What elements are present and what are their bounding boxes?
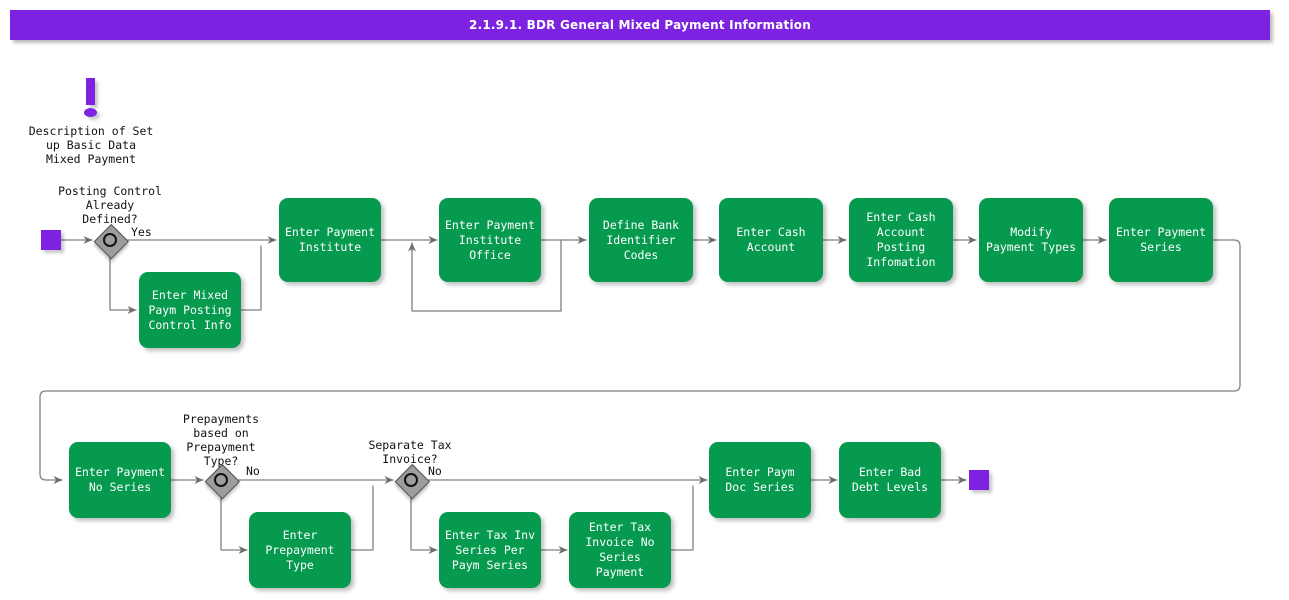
task-label: Enter Tax Inv Series Per Paym Series [445,527,536,572]
task-enter-payment-no-series[interactable]: Enter Payment No Series [69,442,171,518]
task-label: Enter Bad Debt Levels [851,465,929,494]
task-label: Enter Payment Institute [285,225,376,254]
task-modify-payment-types[interactable]: Modify Payment Types [979,198,1083,282]
task-label: Enter Mixed Paym Posting Control Info [148,287,232,332]
task-label: Enter Cash Account Posting Infomation [866,210,936,269]
task-enter-prepayment-type[interactable]: Enter Prepayment Type [249,512,351,588]
exclamation-bar [86,78,95,105]
task-label: Enter Prepayment Type [265,527,335,572]
task-label: Enter Tax Invoice No Series Payment [585,520,655,579]
task-enter-payment-institute-office[interactable]: Enter Payment Institute Office [439,198,541,282]
task-enter-payment-series[interactable]: Enter Payment Series [1109,198,1213,282]
task-label: Define Bank Identifier Codes [602,217,680,262]
edge-gw-tax-yes [410,495,438,554]
task-enter-mixed-paym-posting-control-info[interactable]: Enter Mixed Paym Posting Control Info [139,272,241,348]
edge-prepay-type-rejoin [350,485,374,551]
gateway-label-posting-control: Posting Control Already Defined? [58,184,162,226]
task-define-bank-identifier-codes[interactable]: Define Bank Identifier Codes [589,198,693,282]
task-label: Enter Payment Series [1115,225,1206,254]
task-label: Enter Payment Institute Office [445,217,536,262]
edge-taxinvoice-rejoin [670,485,694,551]
end-event[interactable] [969,470,989,490]
edge-mixed-posting-rejoin [240,245,262,311]
start-event[interactable] [41,230,61,250]
task-label: Modify Payment Types [985,225,1076,254]
gateway-ring-icon [214,473,228,487]
gateway-label-separate-tax-invoice: Separate Tax Invoice? [368,438,452,466]
task-enter-bad-debt-levels[interactable]: Enter Bad Debt Levels [839,442,941,518]
exclamation-icon [80,78,102,120]
gateway-ring-icon [404,473,418,487]
diagram-title-bar: 2.1.9.1. BDR General Mixed Payment Infor… [10,10,1270,40]
edge-gw-posting-no [109,255,137,314]
gateway-posting-control-already-defined[interactable] [93,223,129,259]
task-label: Enter Payment No Series [75,465,166,494]
edge-row1-to-row2-wrap [39,239,1241,484]
task-enter-cash-account-posting-infomation[interactable]: Enter Cash Account Posting Infomation [849,198,953,282]
gateway-separate-tax-invoice[interactable] [394,463,430,499]
annotation-text: Description of Set up Basic Data Mixed P… [28,124,154,166]
task-enter-payment-institute[interactable]: Enter Payment Institute [279,198,381,282]
task-label: Enter Cash Account [736,225,806,254]
gateway-prepayments-based-on-prepayment-type[interactable] [204,463,240,499]
page-title: 2.1.9.1. BDR General Mixed Payment Infor… [469,18,811,32]
task-enter-tax-inv-series-per-paym-series[interactable]: Enter Tax Inv Series Per Paym Series [439,512,541,588]
task-label: Enter Paym Doc Series [725,465,795,494]
edge-label-posting-control-yes: Yes [131,225,152,239]
gateway-ring-icon [103,233,117,247]
edge-label-prepayments-no: No [246,464,260,478]
task-enter-cash-account[interactable]: Enter Cash Account [719,198,823,282]
task-enter-paym-doc-series[interactable]: Enter Paym Doc Series [709,442,811,518]
exclamation-dot [84,108,97,117]
edge-office-loopback [411,239,562,312]
gateway-label-prepayments: Prepayments based on Prepayment Type? [182,412,260,468]
edge-gw-prepay-yes [220,495,248,554]
edge-label-separate-tax-no: No [428,464,442,478]
task-enter-tax-invoice-no-series-payment[interactable]: Enter Tax Invoice No Series Payment [569,512,671,588]
